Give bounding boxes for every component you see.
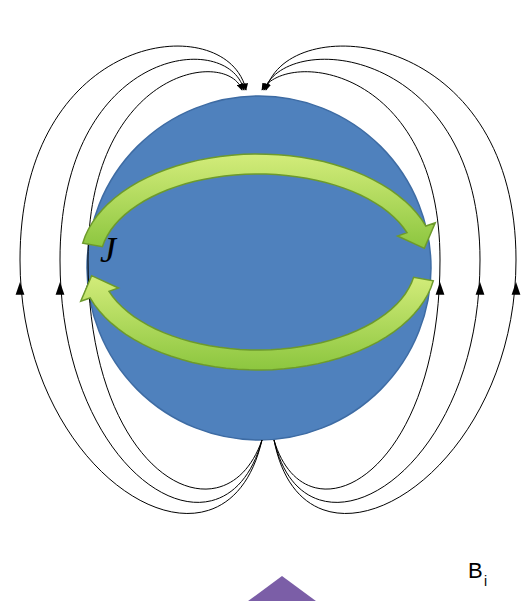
field-lines [16, 46, 521, 513]
field-line [20, 46, 262, 513]
current-arrow [83, 154, 436, 248]
field-line [262, 72, 440, 489]
field-line [266, 46, 516, 513]
field-arrow [84, 282, 93, 295]
sphere: J [86, 95, 432, 441]
current-loop [81, 154, 436, 370]
field-line [88, 72, 262, 489]
field-arrow [16, 282, 25, 295]
field-line [60, 59, 262, 502]
current-arrow [81, 276, 434, 370]
label-holder: B [468, 558, 483, 584]
pointer-triangle [244, 576, 320, 601]
label-holder: i [484, 573, 487, 589]
current-label: J [100, 229, 116, 271]
field-label: i [484, 573, 487, 589]
field-label: B [468, 558, 483, 584]
sphere-outline [86, 95, 432, 441]
field-arrow [436, 282, 445, 295]
field-arrow [56, 282, 65, 295]
field-arrow [476, 282, 485, 295]
field-line [264, 59, 480, 502]
sphere-body [87, 96, 431, 440]
field-arrow [512, 282, 521, 295]
